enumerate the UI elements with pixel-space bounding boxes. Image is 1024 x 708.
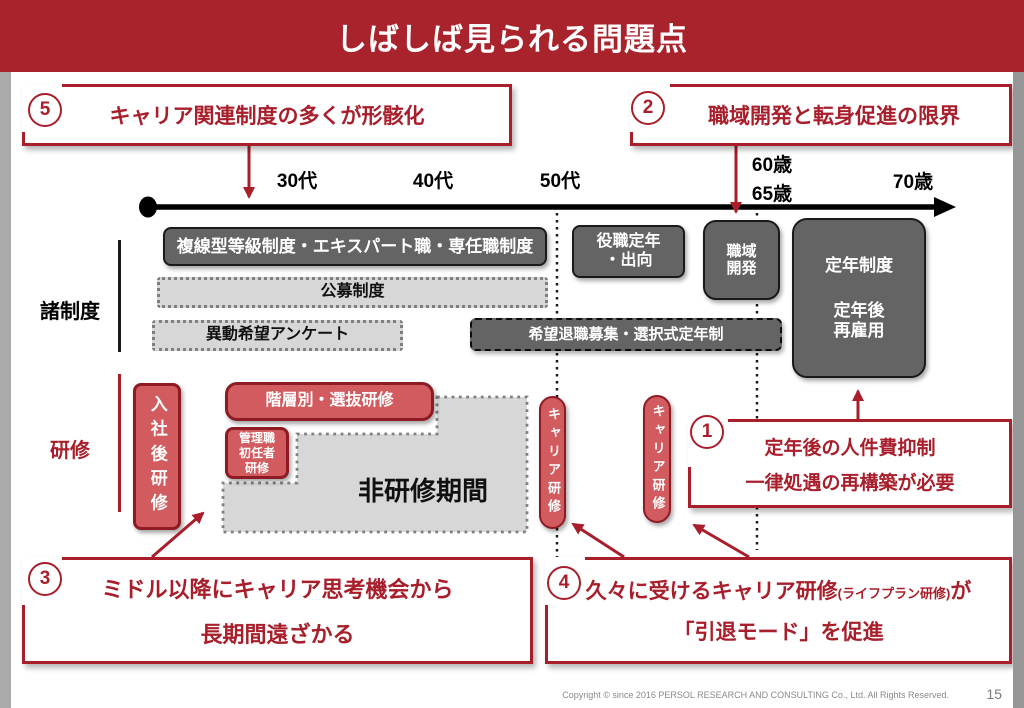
callout-1-number: 1 <box>690 415 724 449</box>
box-multi-track-system: 複線型等級制度・エキスパート職・専任職制度 <box>163 227 547 266</box>
callout-5-text: キャリア関連制度の多くが形骸化 <box>109 105 425 128</box>
callout-4-line1-small: (ライフプラン研修) <box>837 586 951 601</box>
callout-3-number: 3 <box>28 562 62 596</box>
border-notch <box>22 84 62 87</box>
callout-3: 3 ミドル以降にキャリア思考機会から 長期間遠ざかる <box>22 557 533 664</box>
box-voluntary-retirement: 希望退職募集・選択式定年制 <box>470 318 782 351</box>
box-retirement-system-line2: 定年後 <box>833 301 885 321</box>
timeline-start-dot <box>139 196 157 218</box>
page-number: 15 <box>986 686 1002 702</box>
box-career-training-2: キャリア研修 <box>643 395 671 523</box>
arrow-callout4-to-career1 <box>571 522 625 559</box>
age-label-40s: 40代 <box>412 171 454 192</box>
arrow-callout4-to-career2 <box>692 523 750 559</box>
slide-left-margin <box>0 0 11 708</box>
box-domain-development: 職域 開発 <box>703 220 780 300</box>
box-domain-development-line1: 職域 <box>726 242 757 260</box>
box-new-manager-training-line1: 管理職 <box>238 430 275 445</box>
label-no-training-period: 非研修期間 <box>357 476 488 506</box>
border-notch <box>22 557 62 560</box>
border-notch <box>545 557 548 605</box>
age-label-65: 65歳 <box>751 184 793 205</box>
box-role-retirement: 役職定年 ・出向 <box>572 225 685 278</box>
box-new-manager-training: 管理職 初任者 研修 <box>225 427 289 479</box>
callout-2-number: 2 <box>631 91 665 125</box>
box-open-recruitment: 公募制度 <box>157 277 548 308</box>
callout-2-text: 職域開発と転身促進の限界 <box>708 105 960 128</box>
callout-5: 5 キャリア関連制度の多くが形骸化 <box>22 84 512 146</box>
box-retirement-system: 定年制度 定年後 再雇用 <box>792 218 926 378</box>
callout-1-line2: 一律処遇の再構築が必要 <box>745 472 955 494</box>
box-role-retirement-line2: ・出向 <box>604 251 653 269</box>
box-new-manager-training-line3: 研修 <box>244 460 269 475</box>
box-domain-development-line2: 開発 <box>726 260 757 277</box>
border-notch <box>688 419 691 467</box>
age-label-70: 70歳 <box>892 172 934 193</box>
callout-4-line2: 「引退モード」を促進 <box>673 621 884 644</box>
training-bracket-line <box>118 374 121 512</box>
callout-4: 4 久々に受けるキャリア研修(ライフプラン研修)が 「引退モード」を促進 <box>545 557 1012 664</box>
callout-1: 1 定年後の人件費抑制 一律処遇の再構築が必要 <box>688 415 1012 508</box>
box-new-manager-training-line2: 初任者 <box>238 445 275 460</box>
copyright-text: Copyright © since 2016 PERSOL RESEARCH A… <box>562 690 949 700</box>
box-career-training-1: キャリア研修 <box>539 396 566 529</box>
box-transfer-survey: 異動希望アンケート <box>152 320 403 351</box>
slide-title: しばしば見られる問題点 <box>336 21 688 57</box>
border-notch <box>22 84 25 132</box>
callout-4-line1: 久々に受けるキャリア研修(ライフプラン研修)が <box>586 575 972 605</box>
row-label-training: 研修 <box>50 440 90 462</box>
age-label-30s: 30代 <box>276 171 318 192</box>
border-notch <box>630 84 670 87</box>
age-label-60: 60歳 <box>751 155 793 176</box>
callout-4-line1-tail: が <box>950 580 972 603</box>
border-notch <box>22 557 25 605</box>
callout-1-line1: 定年後の人件費抑制 <box>764 437 936 459</box>
callout-4-line1-main: 久々に受けるキャリア研修 <box>585 580 838 603</box>
slide-right-margin <box>1013 0 1024 708</box>
slide-header: しばしば見られる問題点 <box>0 0 1024 72</box>
callout-4-number: 4 <box>547 566 581 600</box>
box-post-hire-training: 入社後研修 <box>133 383 181 530</box>
systems-bracket-line <box>118 240 121 352</box>
age-label-50s: 50代 <box>539 171 581 192</box>
box-role-retirement-line1: 役職定年 <box>596 233 661 251</box>
callout-2: 2 職域開発と転身促進の限界 <box>630 84 1012 146</box>
box-tier-training: 階層別・選抜研修 <box>225 382 434 421</box>
callout-3-line1: ミドル以降にキャリア思考機会から <box>101 577 454 602</box>
timeline-arrowhead <box>934 197 956 217</box>
row-label-systems: 諸制度 <box>40 301 100 323</box>
callout-5-number: 5 <box>28 93 62 127</box>
box-retirement-system-line3: 再雇用 <box>833 320 885 340</box>
box-retirement-system-line1: 定年制度 <box>825 255 893 275</box>
border-notch <box>545 557 585 560</box>
callout-3-line2: 長期間遠ざかる <box>200 622 355 647</box>
